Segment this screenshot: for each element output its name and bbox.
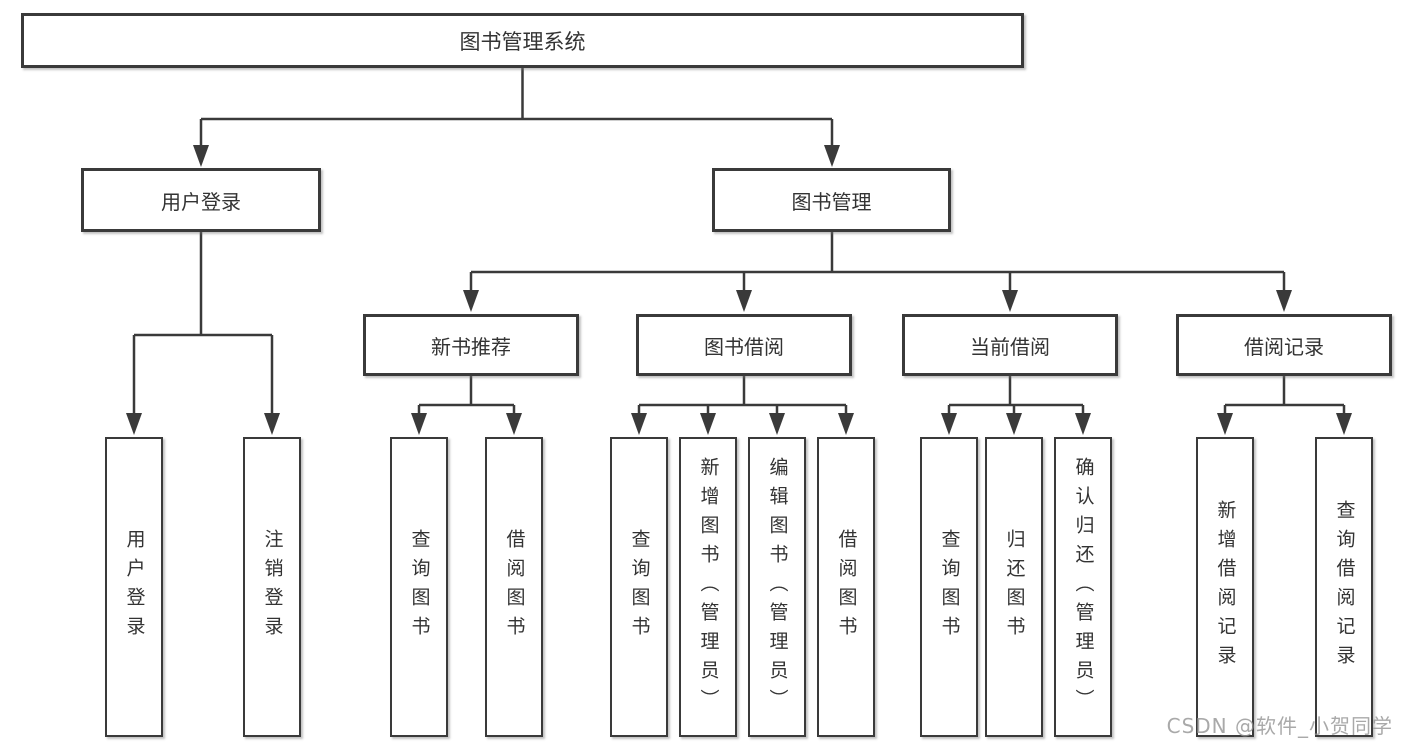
- node-leaf-borrow-books-2: 借阅图书: [817, 437, 875, 737]
- node-book-borrowing: 图书借阅: [636, 314, 852, 376]
- arrow-head: [700, 413, 716, 435]
- connector-line: [469, 232, 1286, 293]
- connector-line: [417, 376, 516, 416]
- arrow-head: [1002, 290, 1018, 312]
- connector-book-borrowing-children: [631, 376, 854, 435]
- node-borrowing-records: 借阅记录: [1176, 314, 1392, 376]
- node-leaf-return-books: 归还图书: [985, 437, 1043, 737]
- arrow-head: [264, 413, 280, 435]
- arrow-head: [463, 290, 479, 312]
- connector-line: [637, 376, 848, 416]
- arrow-head: [1006, 413, 1022, 435]
- node-library-management-system: 图书管理系统: [21, 13, 1024, 68]
- connector-borrowing-records-children: [1217, 376, 1352, 435]
- arrow-head: [1217, 413, 1233, 435]
- node-leaf-query-borrow-record: 查询借阅记录: [1315, 437, 1373, 737]
- arrow-head: [1336, 413, 1352, 435]
- node-leaf-query-books-3: 查询图书: [920, 437, 978, 737]
- arrow-head: [126, 413, 142, 435]
- arrow-head: [769, 413, 785, 435]
- connector-line: [132, 232, 274, 416]
- node-leaf-query-books-1: 查询图书: [390, 437, 448, 737]
- arrow-head: [411, 413, 427, 435]
- node-current-borrowing: 当前借阅: [902, 314, 1118, 376]
- connector-line: [199, 68, 834, 148]
- node-leaf-edit-books-admin: 编辑图书（管理员）: [748, 437, 806, 737]
- node-leaf-add-borrow-record: 新增借阅记录: [1196, 437, 1254, 737]
- arrow-head: [838, 413, 854, 435]
- node-leaf-add-books-admin: 新增图书（管理员）: [679, 437, 737, 737]
- arrow-head: [941, 413, 957, 435]
- connector-new-book-recommend-children: [411, 376, 522, 435]
- connector-line: [1223, 376, 1346, 416]
- connector-current-borrowing-children: [941, 376, 1091, 435]
- node-new-book-recommend: 新书推荐: [363, 314, 579, 376]
- arrow-head: [631, 413, 647, 435]
- connector-user-login-children: [126, 232, 280, 435]
- arrow-head: [1276, 290, 1292, 312]
- node-leaf-confirm-return-admin: 确认归还（管理员）: [1054, 437, 1112, 737]
- node-book-management: 图书管理: [712, 168, 951, 232]
- connector-book-management-children: [463, 232, 1292, 312]
- connector-root-to-level2: [193, 68, 840, 167]
- connector-line: [947, 376, 1085, 416]
- node-leaf-borrow-books-1: 借阅图书: [485, 437, 543, 737]
- node-leaf-user-login: 用户登录: [105, 437, 163, 737]
- arrow-head: [193, 145, 209, 167]
- node-user-login: 用户登录: [81, 168, 321, 232]
- arrow-head: [506, 413, 522, 435]
- node-leaf-query-books-2: 查询图书: [610, 437, 668, 737]
- arrow-head: [824, 145, 840, 167]
- arrow-head: [736, 290, 752, 312]
- arrow-head: [1075, 413, 1091, 435]
- node-leaf-logout: 注销登录: [243, 437, 301, 737]
